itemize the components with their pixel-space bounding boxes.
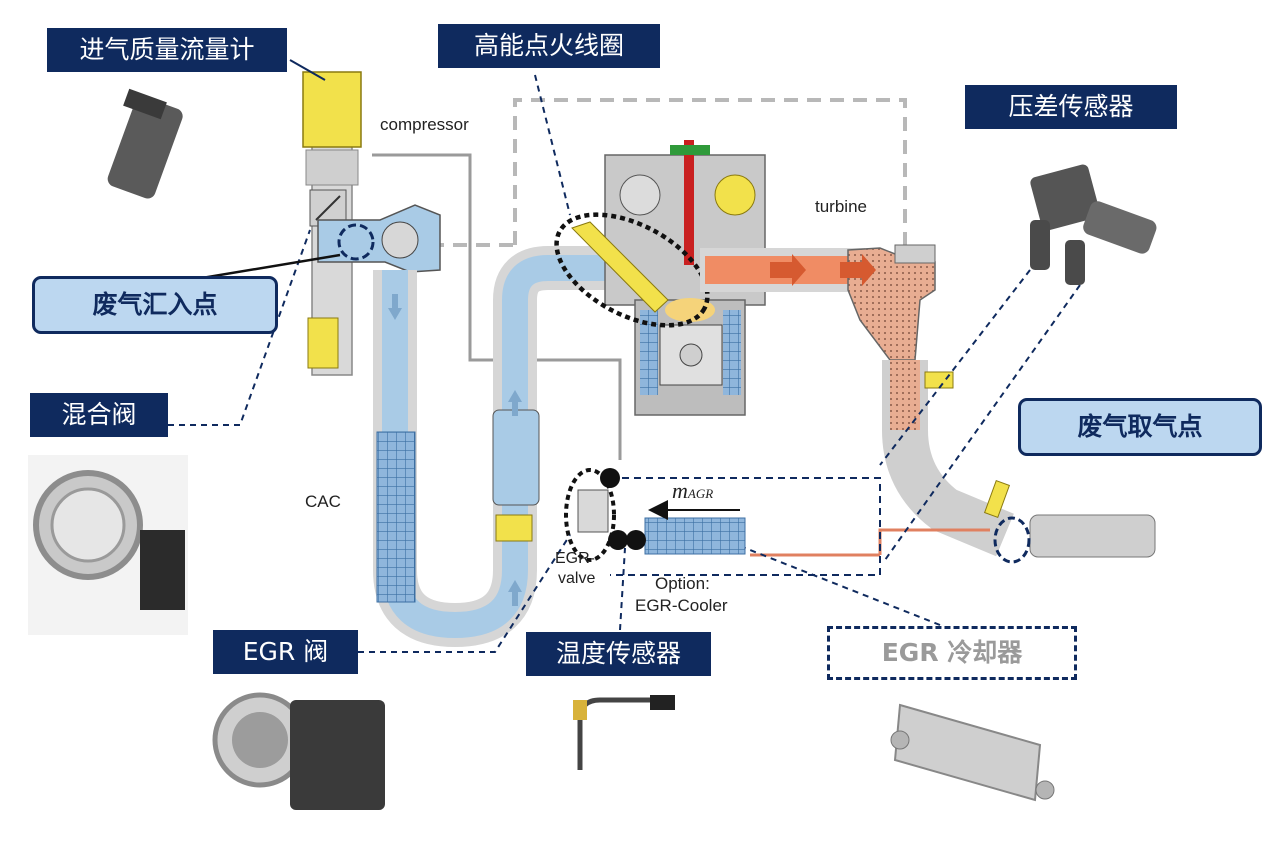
exhaust-cam (714, 174, 756, 216)
coolant-jacket-left (640, 310, 658, 395)
cac-text: CAC (305, 492, 341, 511)
leader-egr-valve (358, 534, 571, 653)
bypass-line (372, 153, 622, 460)
egr-cooler-label: EGR 冷却器 (827, 626, 1077, 680)
ignition-coil-head (670, 145, 710, 155)
piston-pin (679, 343, 703, 367)
egr-valve-text-2: valve (558, 570, 596, 587)
maf-sensor-photo (107, 88, 183, 199)
flow-arrow-down (388, 294, 402, 320)
exhaust-take-callout: 废气取气点 (1018, 398, 1262, 456)
combustion-chamber (665, 298, 715, 322)
m-agr-text: mAGR (672, 478, 713, 504)
leader-maf (289, 59, 326, 81)
intake-bellows (305, 149, 359, 186)
maf-label: 进气质量流量计 (47, 28, 287, 72)
leader-mixing (168, 229, 311, 426)
egr-valve-label: EGR 阀 (213, 630, 358, 674)
flow-arrow-up (508, 580, 522, 606)
egr-valve-photo (212, 692, 385, 810)
throttle-body (492, 409, 540, 506)
leader-temp (619, 547, 626, 631)
leader-pressure (879, 269, 1031, 466)
injector (571, 221, 669, 313)
spark-plug-coil (684, 140, 694, 265)
cac-core (376, 431, 416, 603)
pressure-sensor-photo (1030, 164, 1157, 285)
mixing-valve-flap (315, 195, 341, 221)
downpipe (882, 360, 1014, 557)
egr-cooler-core (644, 517, 746, 555)
lambda-sensor (983, 479, 1011, 519)
junction-dot-right (626, 530, 646, 550)
ignition-coil-label: 高能点火线圈 (438, 24, 660, 68)
junction-dot-left (608, 530, 628, 550)
exhaust-take-marker (993, 516, 1031, 564)
maf-housing (302, 71, 362, 148)
junction-dot-top (600, 468, 620, 488)
egr-valve-body (577, 489, 609, 533)
leader-pressure-2 (884, 284, 1081, 561)
egr-valve-marker (564, 468, 616, 562)
turbine-flange (894, 244, 936, 264)
intake-cam (619, 174, 661, 216)
m-agr-symbol: m (672, 478, 688, 503)
charge-air-flow (382, 255, 640, 639)
exhaust-inlet-callout: 废气汇入点 (32, 276, 278, 334)
leader-ignition (534, 74, 571, 216)
mixing-valve-actuator (307, 317, 339, 369)
m-agr-subscript: AGR (687, 486, 714, 501)
temperature-sensor-photo (573, 695, 675, 770)
compressor-wheel (381, 221, 419, 259)
flow-arrow-up-2 (508, 390, 522, 416)
temp-sensor-label: 温度传感器 (526, 632, 711, 676)
mixing-valve-label: 混合阀 (30, 393, 168, 437)
exhaust-flow-arrow (770, 254, 806, 286)
leader-cooler (744, 547, 941, 626)
coolant-jacket-right (723, 310, 741, 395)
throttle-body-photo (28, 455, 188, 635)
egr-bypass-dashed (610, 477, 881, 576)
catalyst (1029, 514, 1156, 558)
option-text-1: Option: (655, 574, 710, 593)
pressure-diff-sensor-label: 压差传感器 (965, 85, 1177, 129)
egr-cooler-photo (890, 703, 1055, 802)
ignition-coil-marker (554, 212, 710, 328)
throttle-sensor (495, 514, 533, 542)
compressor-text: compressor (380, 115, 469, 134)
turbine-text: turbine (815, 197, 867, 216)
option-text-2: EGR-Cooler (635, 596, 728, 615)
wastegate-sensor (924, 371, 954, 389)
exhaust-flow-arrow-2 (840, 254, 876, 286)
egr-valve-text-1: EGR- (555, 550, 595, 567)
exhaust-inlet-marker (337, 223, 375, 261)
